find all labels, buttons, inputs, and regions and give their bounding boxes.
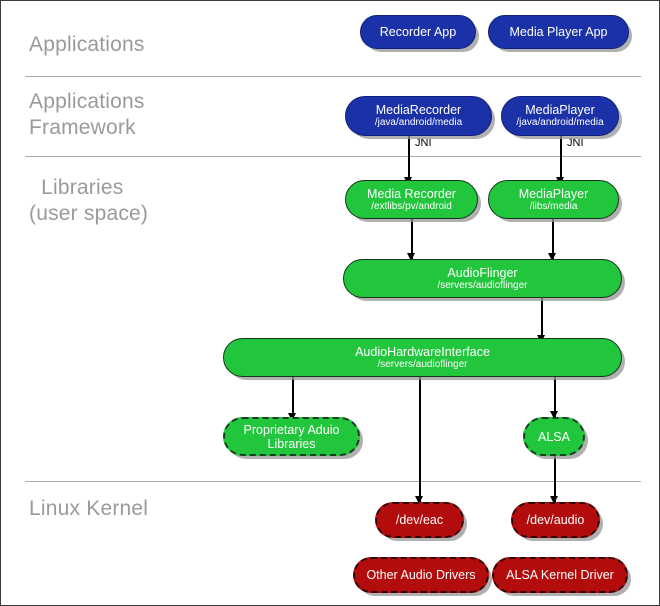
- arrowhead-ahi-to-dev-eac: [415, 496, 423, 504]
- connector-alsa-to-dev-audio: [554, 456, 556, 504]
- node-subtitle: /servers/audioflinger: [377, 358, 468, 370]
- node-media-recorder-lib[interactable]: Media Recorder /extlibs/pv/android: [345, 180, 478, 219]
- node-mediaplayer-framework[interactable]: MediaPlayer /java/android/media: [501, 96, 619, 136]
- node-recorder-app[interactable]: Recorder App: [360, 15, 476, 49]
- node-subtitle: /servers/audioflinger: [437, 279, 528, 291]
- node-title: /dev/audio: [526, 513, 585, 527]
- connector-mediaplayer-to-audioflinger: [552, 219, 554, 261]
- separator-linux-kernel: [25, 481, 641, 482]
- node-audiohardwareinterface[interactable]: AudioHardwareInterface /servers/audiofli…: [223, 338, 622, 377]
- node-title: /dev/eac: [395, 513, 444, 527]
- layer-label-applications-framework: Applications Framework: [29, 90, 145, 139]
- node-title: Recorder App: [379, 25, 457, 39]
- layer-label-linux-kernel: Linux Kernel: [29, 497, 149, 520]
- node-subtitle: /java/android/media: [516, 117, 604, 128]
- connector-ahi-to-dev-eac: [419, 376, 421, 504]
- node-subtitle: /libs/media: [529, 200, 578, 212]
- arrowhead-ahi-to-alsa: [550, 411, 558, 419]
- node-title: ALSA Kernel Driver: [506, 568, 614, 582]
- node-dev-audio[interactable]: /dev/audio: [511, 502, 600, 538]
- node-title: Other Audio Drivers: [366, 568, 476, 582]
- node-title: AudioFlinger: [447, 265, 518, 280]
- connector-label-jni-player: JNI: [567, 137, 584, 149]
- node-title: Proprietary Aduio: [243, 422, 340, 437]
- node-mediaplayer-lib[interactable]: MediaPlayer /libs/media: [488, 180, 619, 219]
- connector-audioflinger-to-ahi: [541, 298, 543, 343]
- node-proprietary-audio-libraries[interactable]: Proprietary Aduio Libraries: [223, 417, 360, 456]
- arrowhead-alsa-to-dev-audio: [550, 496, 558, 504]
- node-title: ALSA: [538, 429, 570, 444]
- connector-mediaplayer-jni: [560, 136, 562, 185]
- connector-label-jni-recorder: JNI: [415, 137, 432, 149]
- node-title: Media Player App: [509, 25, 608, 39]
- node-dev-eac[interactable]: /dev/eac: [375, 502, 464, 538]
- node-alsa-kernel-driver[interactable]: ALSA Kernel Driver: [492, 557, 628, 593]
- node-title-line2: Libraries: [267, 436, 316, 451]
- node-title: MediaRecorder: [375, 103, 462, 117]
- arrowhead-media-recorder-to-audioflinger: [407, 253, 415, 261]
- node-other-audio-drivers[interactable]: Other Audio Drivers: [353, 557, 489, 593]
- separator-applications-framework: [25, 156, 641, 157]
- layer-label-applications: Applications: [29, 33, 145, 56]
- node-audioflinger[interactable]: AudioFlinger /servers/audioflinger: [343, 259, 622, 298]
- layer-label-libraries: Libraries (user space): [29, 176, 149, 225]
- node-title: MediaPlayer: [518, 186, 589, 201]
- arrowhead-mediaplayer-to-audioflinger: [548, 253, 556, 261]
- node-title: AudioHardwareInterface: [355, 344, 490, 359]
- connector-ahi-to-alsa: [554, 376, 556, 418]
- node-subtitle: /java/android/media: [374, 117, 463, 128]
- node-subtitle: /extlibs/pv/android: [371, 200, 452, 212]
- separator-applications: [25, 76, 641, 77]
- node-mediarecorder-framework[interactable]: MediaRecorder /java/android/media: [345, 96, 492, 136]
- node-title: MediaPlayer: [525, 103, 595, 117]
- connector-media-recorder-to-audioflinger: [411, 219, 413, 261]
- node-title: Media Recorder: [367, 186, 456, 201]
- connector-mediarecorder-jni: [408, 136, 410, 185]
- connector-ahi-to-proprietary-libs: [292, 376, 294, 421]
- node-alsa[interactable]: ALSA: [523, 417, 585, 456]
- node-media-player-app[interactable]: Media Player App: [488, 15, 629, 49]
